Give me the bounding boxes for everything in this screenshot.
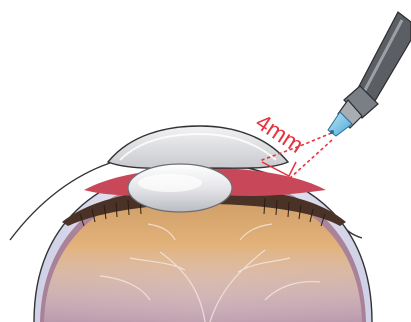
surgical-injector-icon (328, 12, 411, 136)
lens-highlight (138, 174, 202, 192)
